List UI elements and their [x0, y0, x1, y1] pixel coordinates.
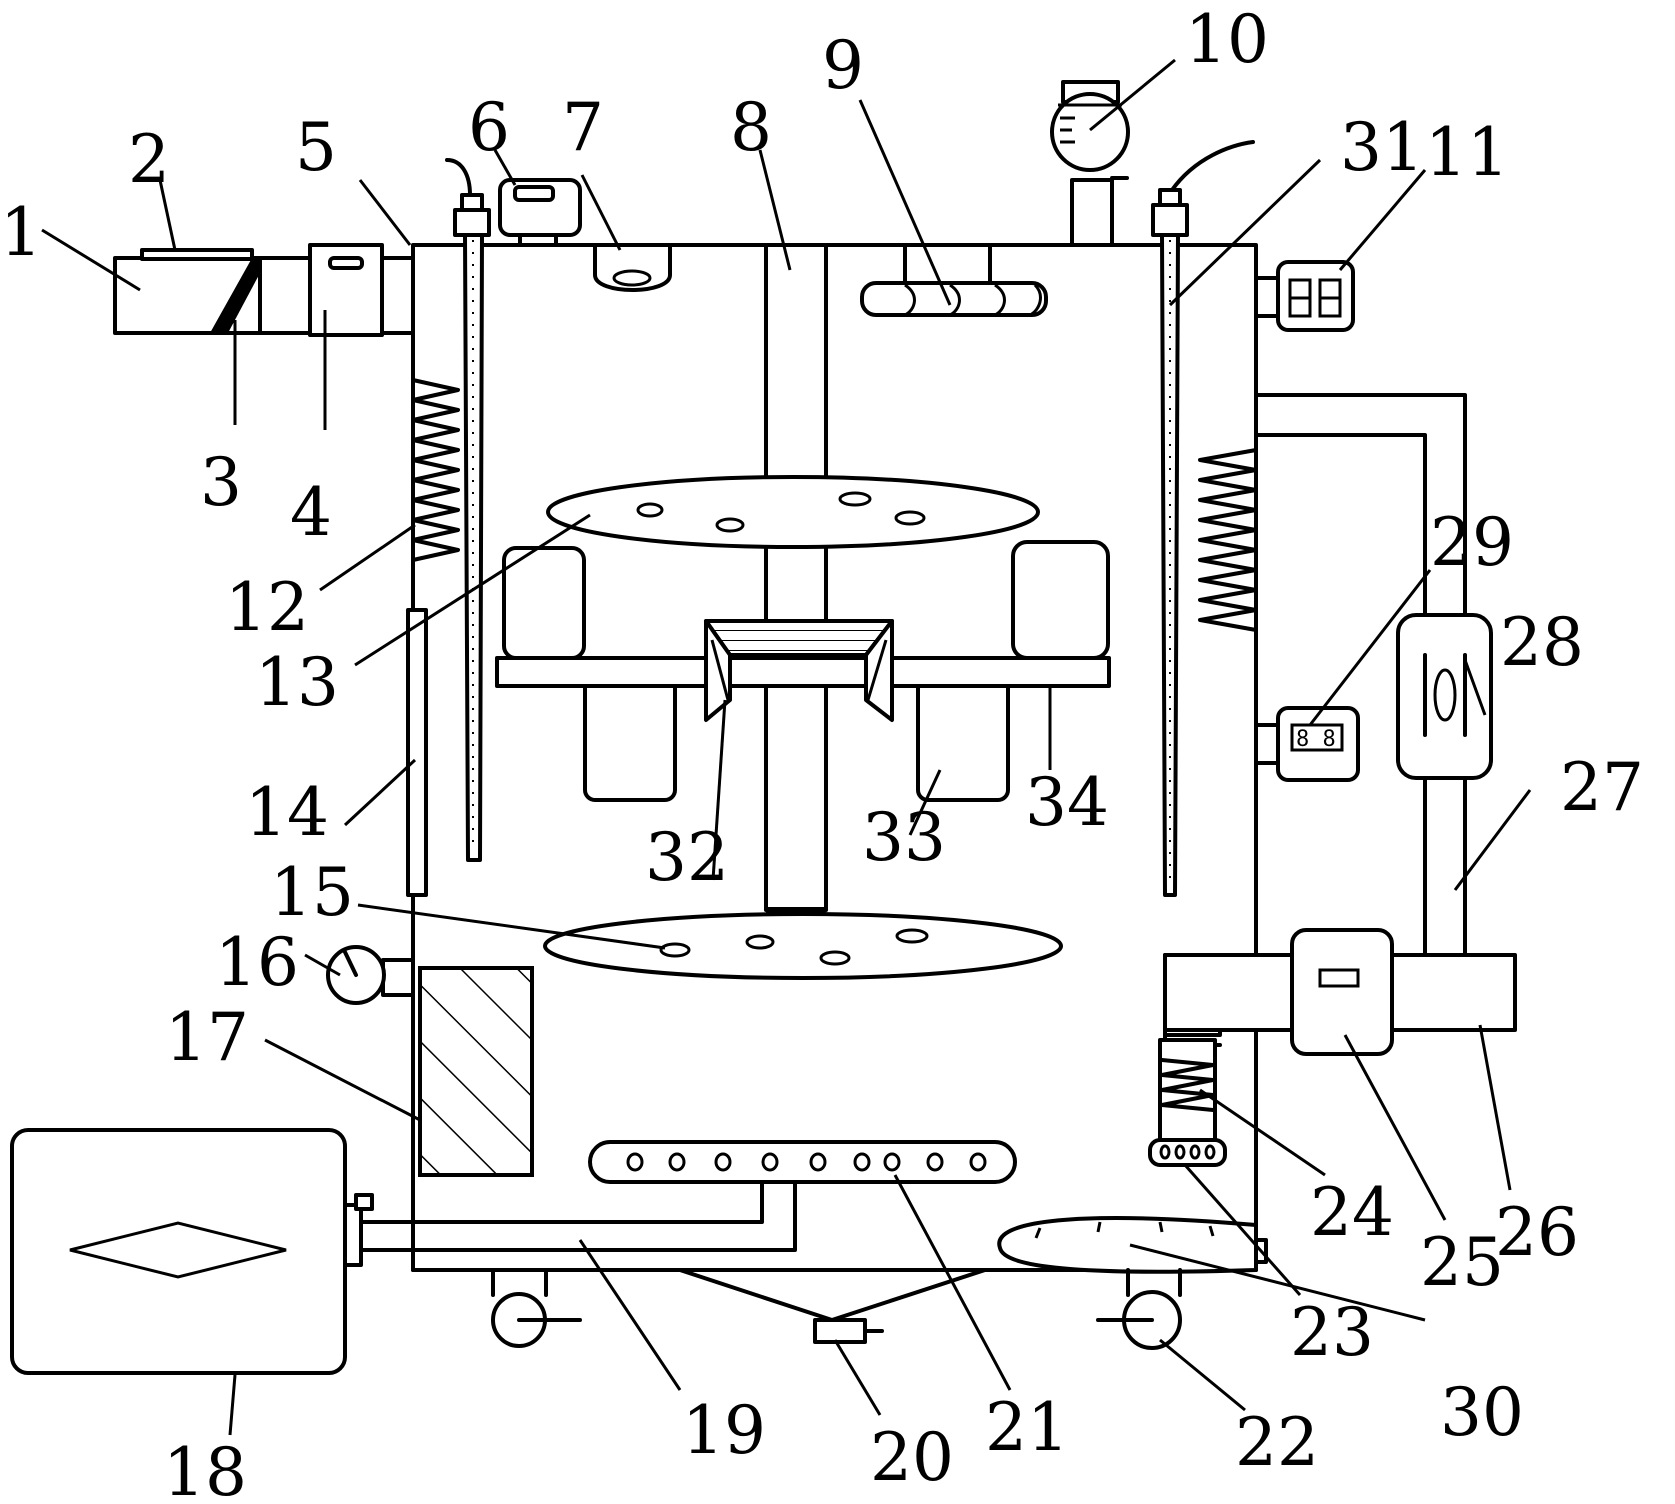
display-panel — [1254, 260, 1355, 332]
label-2: 2 — [128, 121, 170, 198]
label-1: 1 — [0, 194, 42, 271]
wheel-left — [491, 1268, 582, 1348]
label-31: 31 — [1340, 109, 1424, 186]
top-lamp — [593, 243, 672, 292]
label-18: 18 — [163, 1434, 247, 1504]
top-sensor — [498, 178, 582, 247]
label-16: 16 — [215, 924, 299, 1001]
pressure-gauge — [326, 945, 415, 1005]
supply-pipe — [343, 1180, 797, 1252]
rotating-arm — [495, 540, 1111, 802]
label-26: 26 — [1495, 1194, 1579, 1271]
label-30: 30 — [1440, 1374, 1524, 1451]
label-13: 13 — [255, 644, 339, 721]
left-heater-coil — [411, 378, 460, 562]
label-5: 5 — [295, 109, 337, 186]
lower-perforated-disc — [543, 912, 1063, 980]
label-22: 22 — [1235, 1404, 1319, 1481]
label-28: 28 — [1500, 604, 1584, 681]
sight-tube — [406, 608, 428, 897]
inlet-filter — [210, 258, 268, 333]
right-heater-coil — [1198, 448, 1258, 632]
label-21: 21 — [985, 1389, 1069, 1466]
right-probe — [1151, 140, 1255, 897]
wheel-right — [1096, 1268, 1182, 1350]
label-6: 6 — [468, 89, 510, 166]
inlet-flap — [140, 248, 254, 261]
inlet-duct — [380, 256, 415, 335]
label-27: 27 — [1560, 749, 1644, 826]
label-23: 23 — [1290, 1294, 1374, 1371]
label-9: 9 — [822, 27, 864, 104]
collection-tray — [997, 1216, 1268, 1274]
label-19: 19 — [682, 1392, 766, 1469]
left-probe — [445, 158, 491, 862]
hatched-block — [418, 966, 534, 1177]
svg-text:8 8: 8 8 — [1296, 727, 1336, 752]
label-24: 24 — [1310, 1174, 1394, 1251]
label-4: 4 — [290, 474, 332, 551]
loop-filter — [1396, 613, 1493, 780]
label-12: 12 — [225, 569, 309, 646]
label-32: 32 — [645, 819, 729, 896]
label-29: 29 — [1430, 504, 1514, 581]
top-ventilator — [860, 243, 1048, 317]
label-8: 8 — [730, 89, 772, 166]
bevel-gear — [704, 619, 894, 722]
spring-nozzle — [1148, 1038, 1227, 1167]
central-shaft — [764, 243, 828, 913]
label-33: 33 — [862, 799, 946, 876]
leader-lines — [41, 58, 1532, 1436]
upper-perforated-disc — [546, 475, 1040, 549]
label-15: 15 — [270, 854, 354, 931]
tank-body — [411, 243, 1258, 1272]
label-7: 7 — [562, 89, 604, 166]
label-25: 25 — [1420, 1224, 1504, 1301]
top-valve — [1050, 80, 1130, 247]
label-20: 20 — [870, 1419, 954, 1496]
pump-box — [1290, 928, 1394, 1056]
spray-tube — [588, 1140, 1017, 1184]
label-14: 14 — [245, 774, 329, 851]
label-34: 34 — [1025, 764, 1109, 841]
small-display: 8 8 — [1254, 706, 1360, 782]
circulation-loop — [1254, 393, 1467, 957]
supply-box — [10, 1128, 374, 1375]
label-17: 17 — [165, 999, 249, 1076]
label-3: 3 — [200, 444, 242, 521]
label-10: 10 — [1185, 1, 1269, 78]
label-11: 11 — [1425, 114, 1509, 191]
